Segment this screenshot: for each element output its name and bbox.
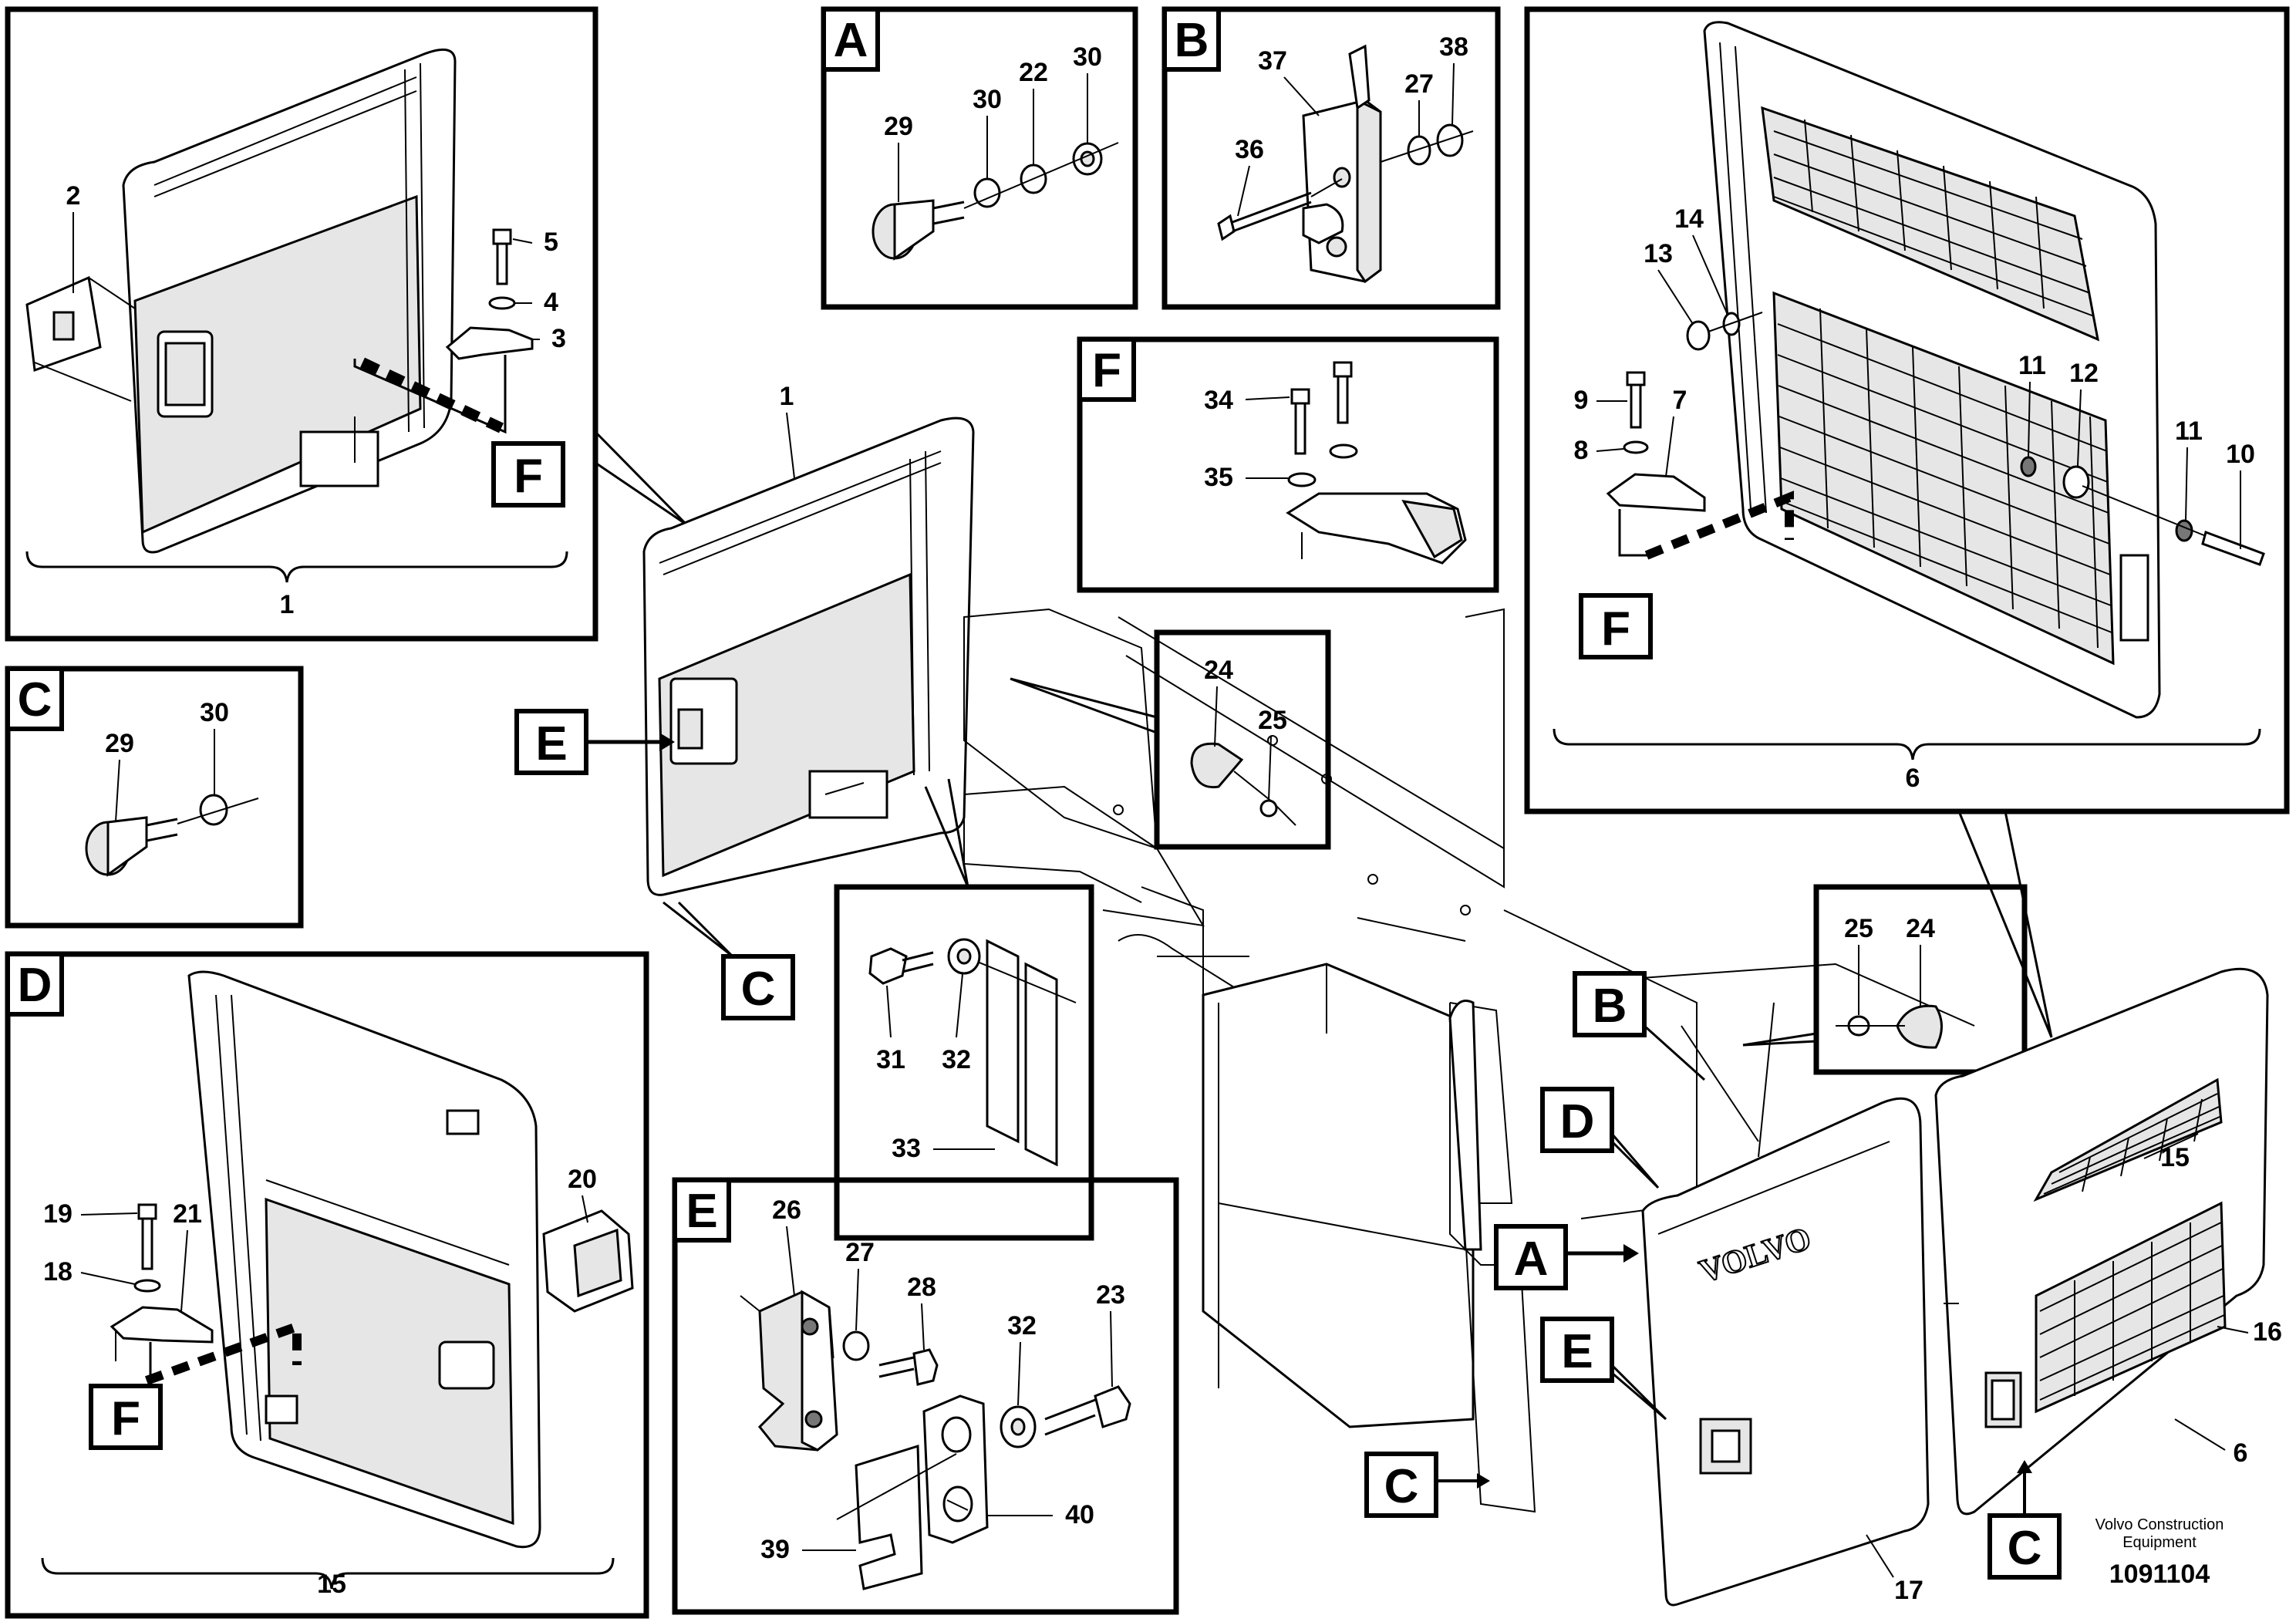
side-panel-lower-grille xyxy=(2039,1222,2225,1401)
callout-17: 17 xyxy=(1894,1576,1923,1605)
upper-grille-mesh xyxy=(1773,119,2095,317)
main-door-tag-e: E xyxy=(535,717,567,771)
callout-9: 9 xyxy=(1574,386,1589,415)
callout-22-a: 22 xyxy=(1019,58,1048,87)
callout-29-c: 29 xyxy=(105,729,134,758)
callout-24-right: 24 xyxy=(1906,914,1935,943)
callout-25-right: 25 xyxy=(1844,914,1873,943)
side-panel-6: 6 xyxy=(1934,967,2269,1516)
callout-35: 35 xyxy=(1204,463,1233,492)
callout-36: 36 xyxy=(1235,135,1264,164)
callout-6-panel: 6 xyxy=(2234,1438,2248,1468)
callout-27-b: 27 xyxy=(1404,69,1434,99)
panel-c-knob: C 29 30 xyxy=(5,666,304,929)
callout-16: 16 xyxy=(2253,1317,2282,1347)
callout-7: 7 xyxy=(1673,386,1687,415)
main-tag-c-left: C xyxy=(1384,1460,1419,1513)
callout-14: 14 xyxy=(1674,204,1704,234)
main-door-tag-c: C xyxy=(741,963,776,1016)
callout-32-strip: 32 xyxy=(942,1045,971,1074)
side-panel-upper-grille xyxy=(2043,1093,2220,1195)
callout-3: 3 xyxy=(551,324,566,353)
callout-18: 18 xyxy=(43,1257,72,1286)
callout-32-e: 32 xyxy=(1007,1311,1037,1340)
panel-c-tag: C xyxy=(18,673,52,727)
panel-d-bracket-label: 15 xyxy=(317,1570,346,1599)
callout-28: 28 xyxy=(907,1273,936,1302)
callout-34: 34 xyxy=(1204,386,1233,415)
company-name-line2: Equipment xyxy=(2122,1534,2197,1551)
main-door-1: 1 E C xyxy=(514,382,975,1020)
panel-e-strike-assembly: E 26 27 28 32 23 39 40 xyxy=(672,1177,1179,1615)
main-tag-b: B xyxy=(1593,980,1627,1033)
panel-detail-6: F 6 13 14 9 7 8 11 12 11 10 xyxy=(1524,6,2290,1038)
callout-27-e: 27 xyxy=(845,1238,875,1267)
lower-grille-mesh xyxy=(1777,308,2112,649)
panel-pin-detail: 24 25 xyxy=(1154,629,1331,850)
callout-8: 8 xyxy=(1574,436,1589,465)
callout-1-main: 1 xyxy=(780,382,794,411)
callout-5: 5 xyxy=(544,228,558,257)
panel-b-tag: B xyxy=(1175,14,1209,67)
callout-4: 4 xyxy=(544,288,558,317)
detail-6-bracket-label: 6 xyxy=(1906,764,1920,793)
callout-15-panel: 15 xyxy=(2160,1143,2190,1172)
callout-26: 26 xyxy=(772,1195,801,1225)
detail-1-bracket-label: 1 xyxy=(280,590,295,619)
main-tag-d: D xyxy=(1560,1095,1595,1148)
panel-b-lock-assembly: B 37 36 27 38 xyxy=(1161,6,1501,310)
main-tag-a: A xyxy=(1514,1233,1549,1286)
panel-d-tag: D xyxy=(18,959,52,1012)
panel-detail-1: F 1 2 5 4 3 xyxy=(5,6,688,642)
callout-11-a: 11 xyxy=(2018,351,2046,380)
panel-pin-detail-right: 25 24 xyxy=(1742,884,2028,1075)
panel-seal-strip: 31 32 33 xyxy=(834,884,1094,1241)
callout-30-a2: 30 xyxy=(1073,42,1102,72)
main-tag-e: E xyxy=(1561,1325,1593,1378)
company-name-line1: Volvo Construction xyxy=(2095,1516,2224,1533)
panel-d-rear-door: D F 15 19 21 18 20 xyxy=(5,951,649,1619)
callout-2: 2 xyxy=(66,181,81,211)
callout-33: 33 xyxy=(892,1134,921,1163)
callout-29-a: 29 xyxy=(884,112,913,141)
callout-40: 40 xyxy=(1065,1500,1094,1529)
callout-38: 38 xyxy=(1439,32,1468,62)
drawing-number: 1091104 xyxy=(2109,1560,2210,1589)
side-panel-17: VOLVO 17 xyxy=(1641,1097,1930,1607)
callout-24-centre: 24 xyxy=(1204,656,1233,685)
panel-f-latch: F 34 35 xyxy=(1077,336,1499,593)
panel-a-knob-assembly: A 29 30 22 30 xyxy=(821,6,1138,310)
callout-11-b: 11 xyxy=(2175,416,2203,446)
callout-25-centre: 25 xyxy=(1258,706,1287,735)
callout-13: 13 xyxy=(1644,239,1673,268)
callout-10: 10 xyxy=(2226,440,2255,469)
main-tag-c-right: C xyxy=(2008,1522,2042,1575)
main-callout-tags: B D A E C C 15 16 xyxy=(1364,971,2282,1580)
callout-39: 39 xyxy=(760,1535,790,1564)
panel-e-tag: E xyxy=(686,1185,717,1238)
panel-d-tag-f: F xyxy=(111,1392,140,1445)
panel-f-tag: F xyxy=(1092,344,1121,397)
detail-1-tag-f: F xyxy=(514,450,543,503)
panel-a-tag: A xyxy=(834,14,868,67)
callout-37: 37 xyxy=(1258,46,1287,76)
callout-21: 21 xyxy=(173,1199,202,1229)
callout-31: 31 xyxy=(876,1045,905,1074)
callout-19: 19 xyxy=(43,1199,72,1229)
callout-12: 12 xyxy=(2069,359,2099,388)
callout-20: 20 xyxy=(568,1165,597,1194)
callout-23: 23 xyxy=(1096,1280,1125,1310)
callout-30-c: 30 xyxy=(200,698,229,727)
footer-block: Volvo Construction Equipment 1091104 xyxy=(2095,1516,2224,1589)
callout-30-a1: 30 xyxy=(973,85,1002,114)
detail-6-tag-f: F xyxy=(1601,602,1630,656)
